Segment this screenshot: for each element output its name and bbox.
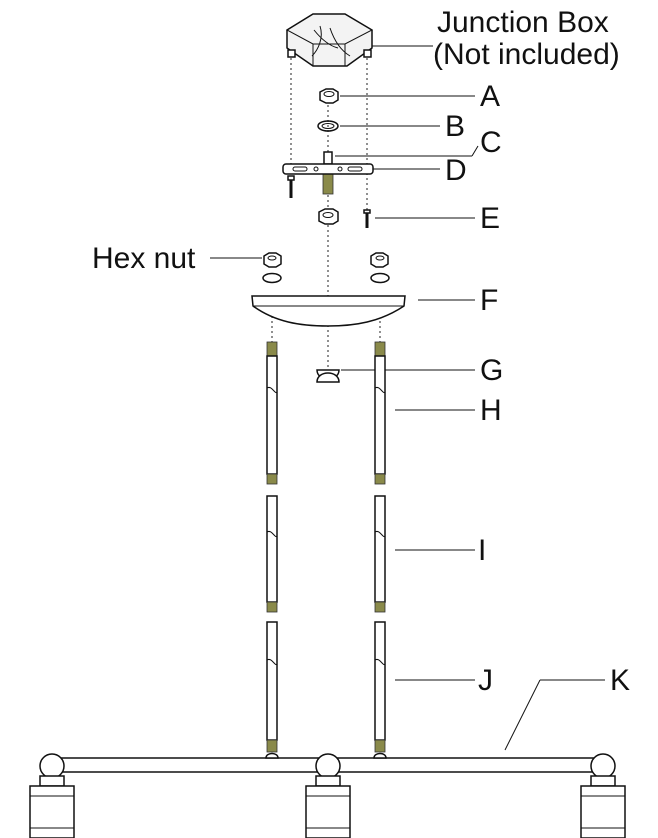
hex-nut-right: [370, 252, 390, 284]
hex-nut-left: [262, 252, 282, 284]
label-j: J: [478, 664, 493, 697]
label-e: E: [480, 202, 500, 235]
label-h: H: [480, 394, 502, 427]
label-a: A: [480, 80, 500, 113]
lower-hex-nut: [318, 208, 339, 225]
mounting-screw-left: [287, 175, 295, 198]
label-b: B: [445, 110, 465, 143]
part-e-screw: [363, 209, 371, 228]
part-a-hex-nut: [319, 88, 339, 104]
part-i-rod-segments: [266, 495, 386, 613]
part-j-rod-segments: [266, 621, 386, 753]
label-hex-nut: Hex nut: [92, 242, 196, 275]
label-g: G: [480, 354, 503, 387]
label-f: F: [480, 284, 498, 317]
part-h-rod-segments: [266, 341, 386, 485]
part-b-washer: [317, 120, 339, 132]
label-k: K: [610, 664, 630, 697]
part-d-mounting-bar: [282, 163, 374, 175]
label-i: I: [478, 534, 486, 567]
part-g-cap: [316, 369, 340, 383]
label-junction-box: Junction Box: [437, 6, 609, 39]
label-d: D: [445, 154, 467, 187]
part-k-fixture-bar: [29, 752, 626, 838]
junction-box: [285, 13, 374, 67]
label-not-included: (Not included): [433, 38, 620, 71]
label-c: C: [480, 126, 502, 159]
part-f-canopy: [251, 295, 406, 327]
